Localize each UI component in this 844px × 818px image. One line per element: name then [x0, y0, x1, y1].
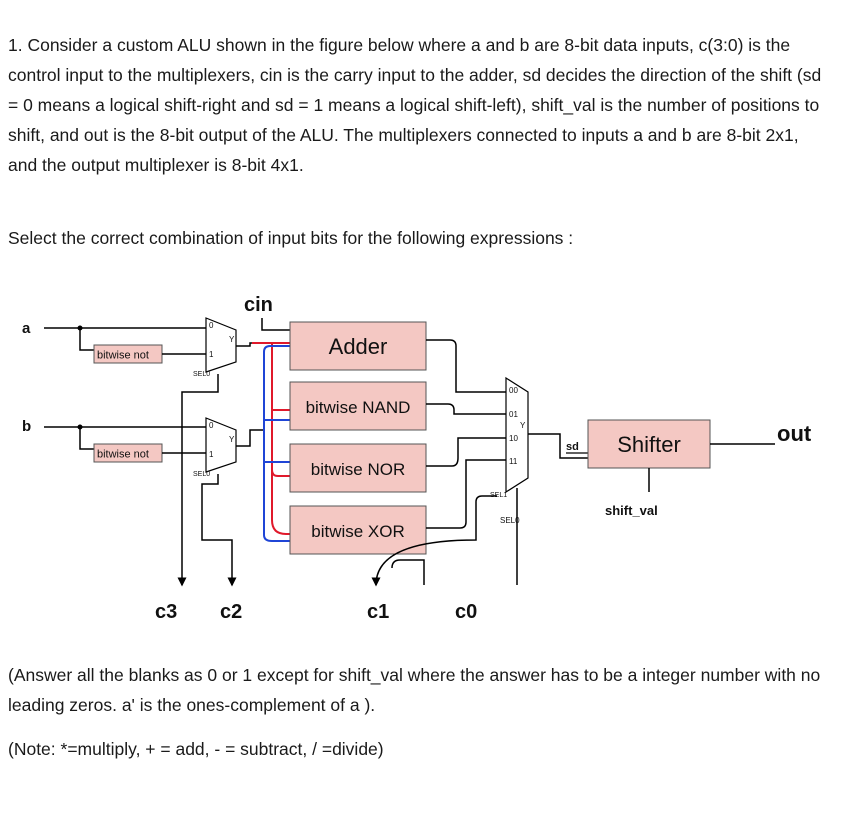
- nand-label: bitwise NAND: [306, 398, 411, 417]
- adder-label: Adder: [329, 334, 388, 359]
- xor-block: [289, 505, 427, 555]
- nand-out-wire: [426, 403, 506, 415]
- b-bus: [263, 345, 290, 542]
- not-a-label: bitwise not: [97, 350, 149, 362]
- out-mux-in01: 01: [509, 410, 518, 419]
- mux-a-in0: 0: [209, 321, 214, 330]
- c1-wire: [371, 495, 497, 587]
- nor-block: [289, 443, 427, 493]
- c0-label: c0: [455, 601, 477, 623]
- xor-label: bitwise XOR: [311, 522, 405, 541]
- mux-b: [205, 417, 237, 473]
- alu-diagram: a bitwise not 0 1 Y SEL0 b bitwise not 0…: [22, 294, 812, 623]
- c3-wire: [177, 374, 219, 587]
- adder-block: [289, 321, 427, 371]
- shifter-label: Shifter: [617, 432, 681, 457]
- input-b-label: b: [22, 418, 31, 435]
- out-mux: [505, 376, 529, 494]
- mux-a: [205, 317, 237, 373]
- nor-out-wire: [426, 437, 506, 467]
- out-mux-y: Y: [520, 421, 526, 430]
- out-mux-in11: 11: [509, 457, 518, 466]
- mux-b-out-wire: [236, 429, 264, 447]
- xor-out-wire: [426, 459, 506, 529]
- input-a-label: a: [22, 320, 31, 337]
- operator-note: (Note: *=multiply, + = add, - = subtract…: [8, 739, 384, 759]
- out-label: out: [777, 421, 812, 446]
- out-mux-sel1: SEL1: [490, 492, 507, 499]
- mux-b-sel: SEL0: [193, 471, 210, 478]
- out-mux-sel0: SEL0: [500, 516, 520, 525]
- nand-block: [289, 381, 427, 431]
- mux-a-in1: 1: [209, 350, 214, 359]
- c1-wire-b: [391, 559, 425, 585]
- a-to-not: [79, 328, 94, 351]
- cin-wire: [261, 318, 290, 331]
- shifter-block: [587, 419, 711, 469]
- b-to-not: [79, 427, 94, 450]
- mux-b-in1: 1: [209, 450, 214, 459]
- mux-a-y: Y: [229, 335, 235, 344]
- cin-label: cin: [244, 294, 273, 316]
- out-mux-in00: 00: [509, 386, 518, 395]
- sd-label: sd: [566, 441, 579, 453]
- shift-val-label: shift_val: [605, 503, 658, 518]
- a-bus: [252, 342, 290, 535]
- answer-instructions: (Answer all the blanks as 0 or 1 except …: [8, 665, 821, 715]
- out-mux-in10: 10: [509, 434, 518, 443]
- not-b-label: bitwise not: [97, 449, 149, 461]
- question-text: 1. Consider a custom ALU shown in the fi…: [8, 35, 822, 175]
- nor-label: bitwise NOR: [311, 460, 405, 479]
- c1-label: c1: [367, 601, 389, 623]
- adder-out-wire: [426, 339, 506, 393]
- select-prompt: Select the correct combination of input …: [8, 228, 574, 248]
- out-mux-out-wire: [528, 433, 588, 459]
- mux-a-sel: SEL0: [193, 371, 210, 378]
- mux-b-y: Y: [229, 435, 235, 444]
- c2-wire: [201, 474, 237, 587]
- c3-label: c3: [155, 601, 177, 623]
- c2-label: c2: [220, 601, 242, 623]
- mux-b-in0: 0: [209, 421, 214, 430]
